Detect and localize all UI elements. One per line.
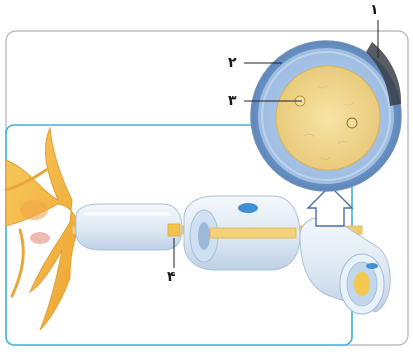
label-2: ۲ (228, 56, 237, 70)
label-4: ۴ (167, 270, 176, 284)
label-3: ۳ (228, 94, 237, 108)
label-1: ۱ (370, 3, 379, 17)
myelin-segment (184, 196, 300, 270)
myelin-segment (76, 204, 182, 250)
node-of-ranvier (168, 224, 180, 236)
